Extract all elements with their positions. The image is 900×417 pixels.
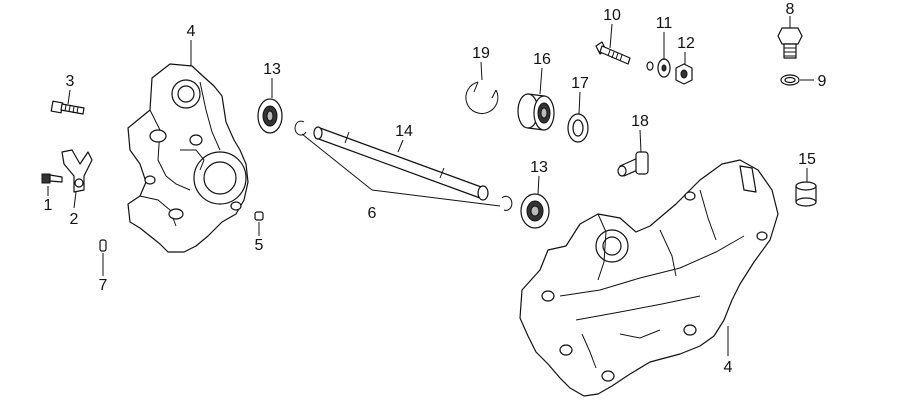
callout-6: 6: [368, 205, 377, 222]
dowel-pin-part-7: [99, 239, 107, 252]
callout-2: 2: [70, 211, 79, 228]
callout-9: 9: [818, 73, 827, 90]
bolt-part-3: [50, 100, 85, 115]
callout-5: 5: [255, 237, 264, 254]
callout-8: 8: [786, 1, 795, 18]
bearing-part-16: [517, 93, 555, 131]
oil-seal-part-17: [567, 113, 589, 143]
callout-17: 17: [571, 75, 589, 92]
washer-part-11: [646, 58, 671, 78]
dowel-pin-part-5: [254, 211, 264, 221]
right-crankcase-half: [519, 159, 779, 397]
callout-13-upper: 13: [263, 61, 281, 78]
callout-18: 18: [631, 113, 649, 130]
circlip-part-6-right: [501, 195, 513, 211]
bearing-part-13-lower: [520, 193, 550, 229]
callout-labels: 1 2 3 4 5 7 13 6 14 13 19 16 17 10 11 12…: [44, 1, 827, 376]
callout-10: 10: [603, 7, 621, 24]
washer-part-9: [780, 74, 800, 86]
callout-11: 11: [656, 15, 673, 32]
bolt-part-1: [41, 173, 63, 184]
left-crankcase-half: [127, 63, 249, 253]
nut-part-12: [675, 63, 693, 85]
callout-4-right: 4: [724, 359, 733, 376]
callout-16: 16: [533, 51, 551, 68]
callout-12: 12: [677, 35, 695, 52]
leader-lines: [47, 16, 814, 356]
callout-14: 14: [395, 123, 413, 140]
circlip-part-19: [465, 81, 499, 115]
plug-part-8: [777, 27, 803, 59]
callout-15: 15: [798, 151, 816, 168]
shaft-part-14: [313, 126, 489, 201]
callout-1: 1: [44, 197, 53, 214]
callout-19: 19: [472, 45, 490, 62]
callout-4-left: 4: [187, 23, 196, 40]
shift-fork-part-2: [61, 149, 93, 193]
callout-7: 7: [99, 277, 108, 294]
circlip-part-6-left: [294, 120, 307, 136]
breather-fitting-part-18: [617, 151, 649, 177]
callout-13-lower: 13: [530, 159, 548, 176]
callout-3: 3: [66, 73, 75, 90]
collar-part-15: [795, 181, 817, 207]
bolt-part-10: [595, 41, 631, 65]
bearing-part-13-upper: [257, 98, 283, 134]
